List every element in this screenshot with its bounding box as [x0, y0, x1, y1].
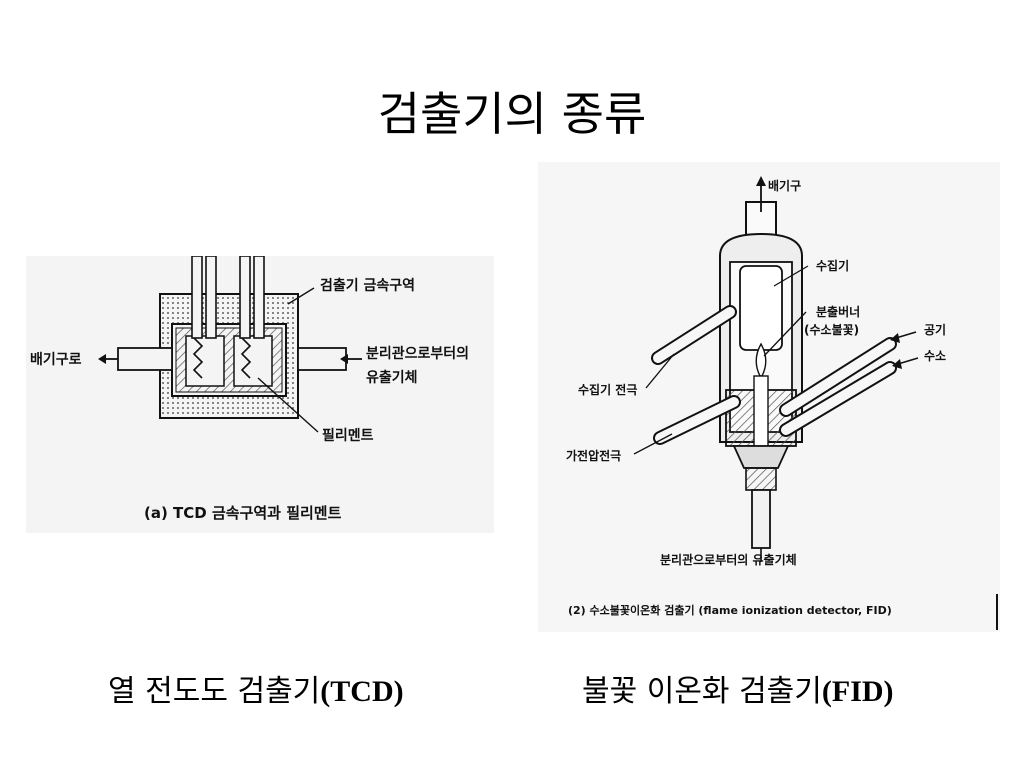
tcd-caption: 열 전도도 검출기(TCD) — [108, 666, 404, 710]
tcd-exhaust-pipe — [117, 347, 173, 371]
fid-polarizing-electrode-rod — [655, 397, 739, 443]
fid-caption: 불꽃 이온화 검출기(FID) — [582, 666, 894, 710]
fid-label-burner-2: (수소불꽃) — [804, 323, 859, 337]
fid-label-burner-1: 분출버너 — [816, 304, 860, 319]
fid-label-air: 공기 — [924, 322, 946, 337]
tcd-caption-korean: 열 전도도 검출기 — [108, 674, 321, 709]
fid-label-column-effluent: 분리관으로부터의 유출기체 — [660, 552, 797, 567]
fid-column-inlet — [751, 489, 771, 549]
fid-diagram: 배기구 수집기 분출버너 (수소불꽃) 공기 수소 수집기 전극 가전압전극 분… — [538, 162, 1000, 632]
fid-caption-korean: 불꽃 이온화 검출기 — [582, 674, 822, 709]
tcd-diagram: 검출기 금속구역 배기구로 분리관으로부터의 유출기체 필리멘트 (a) TCD… — [26, 255, 494, 533]
fid-air-tube — [781, 339, 895, 415]
fid-drawing: 배기구 수집기 분출버너 (수소불꽃) 공기 수소 수집기 전극 가전압전극 분… — [566, 176, 998, 630]
tcd-label-metal-block: 검출기 금속구역 — [320, 277, 415, 294]
tcd-caption-abbr: (TCD) — [320, 675, 404, 708]
fid-label-exhaust: 배기구 — [768, 178, 801, 193]
fid-figure-caption: (2) 수소불꽃이온화 검출기 (flame ionization detect… — [568, 603, 892, 617]
slide-title: 검출기의 종류 — [377, 87, 647, 141]
fid-label-collector-electrode: 수집기 전극 — [578, 382, 637, 397]
fid-label-hydrogen: 수소 — [924, 349, 946, 363]
fid-label-polarizing-electrode: 가전압전극 — [566, 448, 621, 463]
tcd-drawing: 검출기 금속구역 배기구로 분리관으로부터의 유출기체 필리멘트 (a) TCD… — [30, 255, 469, 522]
fid-collector — [739, 265, 783, 351]
tcd-label-filament: 필리멘트 — [322, 427, 374, 444]
fid-caption-abbr: (FID) — [821, 675, 894, 708]
tcd-label-inlet-1: 분리관으로부터의 — [366, 345, 469, 362]
tcd-label-exhaust: 배기구로 — [30, 352, 82, 368]
fid-collector-electrode-rod — [653, 307, 735, 363]
tcd-label-inlet-2: 유출기체 — [366, 369, 418, 386]
tcd-inlet-pipe — [297, 347, 347, 371]
tcd-filament-left — [192, 337, 204, 379]
fid-flame — [755, 342, 767, 377]
tcd-figure-caption: (a) TCD 금속구역과 필리멘트 — [144, 504, 342, 522]
fid-hydrogen-tube — [781, 363, 895, 435]
tcd-filament-right — [240, 337, 252, 379]
fid-label-collector: 수집기 — [816, 258, 849, 273]
